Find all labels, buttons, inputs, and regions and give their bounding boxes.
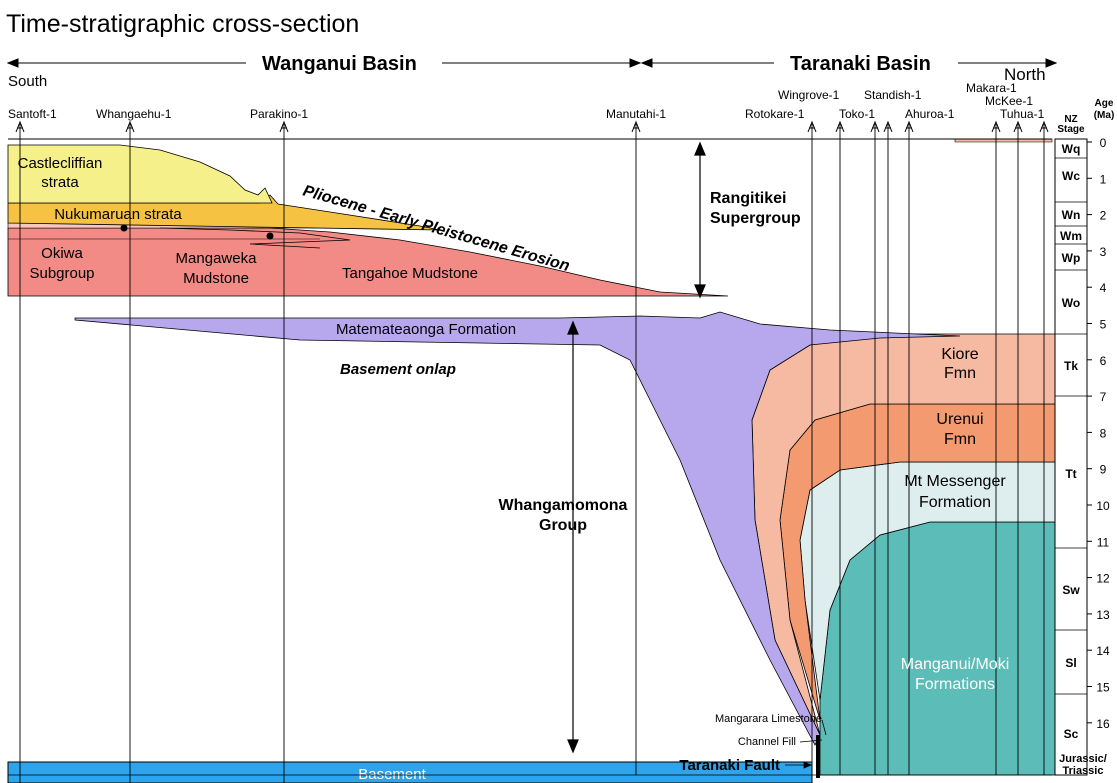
mangaweka-label-2: Mudstone bbox=[183, 270, 249, 287]
basement-onlap-label: Basement onlap bbox=[340, 361, 456, 378]
age-unit-header: (Ma) bbox=[1094, 110, 1115, 121]
age-label: 16 bbox=[1096, 717, 1110, 731]
mt-messenger-label-1: Mt Messenger bbox=[904, 473, 1006, 490]
urenui-label-1: Urenui bbox=[936, 411, 983, 428]
kiore-label-1: Kiore bbox=[941, 346, 978, 363]
channel-fill-label: Channel Fill bbox=[738, 736, 796, 748]
age-label: 14 bbox=[1096, 644, 1110, 658]
stage-column bbox=[1054, 138, 1088, 776]
page-title: Time-stratigraphic cross-section bbox=[6, 10, 359, 38]
age-label: 9 bbox=[1100, 463, 1107, 477]
stage-wo: Wo bbox=[1062, 296, 1080, 310]
age-label: 5 bbox=[1100, 318, 1107, 332]
age-label: 8 bbox=[1100, 426, 1107, 440]
mangaweka-label-1: Mangaweka bbox=[176, 250, 258, 267]
age-label: 0 bbox=[1100, 136, 1107, 150]
age-label: 10 bbox=[1096, 499, 1110, 513]
whangamomona-label-1: Whangamomona bbox=[499, 497, 628, 514]
tangahoe-label: Tangahoe Mudstone bbox=[342, 265, 478, 282]
manganui-label-2: Formations bbox=[915, 676, 995, 693]
rangitikei-label-1: Rangitikei bbox=[710, 190, 786, 207]
okiwa-label-1: Okiwa bbox=[41, 245, 83, 262]
stage-sw: Sw bbox=[1062, 583, 1080, 597]
stage-wm: Wm bbox=[1060, 229, 1082, 243]
age-label: 7 bbox=[1100, 390, 1107, 404]
annotation-pointers bbox=[785, 719, 827, 769]
taranaki-fault-label: Taranaki Fault bbox=[679, 757, 780, 774]
age-label: 15 bbox=[1096, 681, 1110, 695]
well-label-tuhua: Tuhua-1 bbox=[1000, 107, 1045, 121]
okiwa-dot bbox=[120, 224, 128, 232]
whangamomona-arrow bbox=[567, 320, 579, 754]
stage-header-stage: Stage bbox=[1057, 124, 1085, 135]
well-label-standish: Standish-1 bbox=[864, 88, 922, 102]
tangahoe-mudstone-unit bbox=[7, 227, 729, 297]
age-label: 6 bbox=[1100, 354, 1107, 368]
age-label: 3 bbox=[1100, 245, 1107, 259]
age-label: 12 bbox=[1096, 572, 1110, 586]
age-label: 13 bbox=[1096, 608, 1110, 622]
matemateaonga-label: Matemateaonga Formation bbox=[336, 321, 516, 338]
stage-wc: Wc bbox=[1062, 169, 1080, 183]
age-label: 2 bbox=[1100, 209, 1107, 223]
jurassic-label: Jurassic/ bbox=[1059, 753, 1107, 765]
matemateaonga-unit bbox=[74, 311, 961, 746]
rangitikei-label-2: Supergroup bbox=[710, 210, 801, 227]
kiore-label-2: Fmn bbox=[944, 365, 976, 382]
derrick-icons bbox=[15, 120, 1049, 133]
okiwa-label-2: Subgroup bbox=[29, 265, 94, 282]
well-lines bbox=[19, 124, 1045, 783]
well-labels: Santoft-1 Whangaehu-1 Parakino-1 Manutah… bbox=[8, 81, 1045, 121]
stage-sl: Sl bbox=[1065, 656, 1076, 670]
manganui-moki-unit bbox=[819, 521, 1056, 776]
whangamomona-label-2: Group bbox=[539, 517, 587, 534]
triassic-label: Triassic bbox=[1063, 765, 1104, 777]
well-label-toko: Toko-1 bbox=[839, 107, 875, 121]
basement-label: Basement bbox=[358, 766, 426, 783]
stage-tk: Tk bbox=[1064, 359, 1078, 373]
rangitikei-arrow bbox=[694, 141, 706, 299]
stage-header-nz: NZ bbox=[1064, 114, 1077, 125]
stage-wp: Wp bbox=[1062, 251, 1081, 265]
mangarara-label: Mangarara Limestone bbox=[715, 713, 822, 725]
age-label: 4 bbox=[1100, 281, 1107, 295]
taranaki-basin-label: Taranaki Basin bbox=[790, 53, 931, 75]
urenui-label-2: Fmn bbox=[944, 431, 976, 448]
stage-sc: Sc bbox=[1064, 727, 1079, 741]
well-label-parakino: Parakino-1 bbox=[250, 107, 308, 121]
stage-wq: Wq bbox=[1062, 142, 1081, 156]
age-label: 11 bbox=[1097, 535, 1110, 549]
nukumaruan-label: Nukumaruan strata bbox=[54, 206, 182, 223]
stage-wn: Wn bbox=[1062, 208, 1081, 222]
mangaweka-contact-line bbox=[159, 227, 351, 249]
manganui-label-1: Manganui/Moki bbox=[901, 656, 1010, 673]
well-label-santoft: Santoft-1 bbox=[8, 107, 57, 121]
well-label-rotokare: Rotokare-1 bbox=[745, 107, 805, 121]
wanganui-basin-label: Wanganui Basin bbox=[262, 53, 417, 75]
well-label-whangaehu: Whangaehu-1 bbox=[96, 107, 172, 121]
stage-tt: Tt bbox=[1065, 467, 1076, 481]
age-label: 1 bbox=[1100, 172, 1107, 186]
basin-arrows bbox=[6, 58, 1058, 68]
mt-messenger-label-2: Formation bbox=[919, 494, 991, 511]
well-label-makara: Makara-1 bbox=[966, 81, 1017, 95]
well-label-mckee: McKee-1 bbox=[985, 94, 1033, 108]
well-label-manutahi: Manutahi-1 bbox=[606, 107, 666, 121]
castlecliffian-strata-unit bbox=[7, 144, 273, 204]
stage-boundaries bbox=[1055, 157, 1087, 776]
well-label-wingrove: Wingrove-1 bbox=[778, 88, 840, 102]
mangaweka-dot bbox=[266, 232, 274, 240]
stage-labels: Wq Wc Wn Wm Wp Wo Tk Tt Sw Sl Sc bbox=[1060, 142, 1082, 741]
north-label: North bbox=[1004, 65, 1046, 84]
castlecliffian-label-2: strata bbox=[41, 174, 79, 191]
castlecliffian-label-1: Castlecliffian bbox=[18, 155, 103, 172]
age-header: Age bbox=[1095, 98, 1114, 109]
south-label: South bbox=[8, 73, 47, 90]
well-label-ahuroa: Ahuroa-1 bbox=[905, 107, 955, 121]
